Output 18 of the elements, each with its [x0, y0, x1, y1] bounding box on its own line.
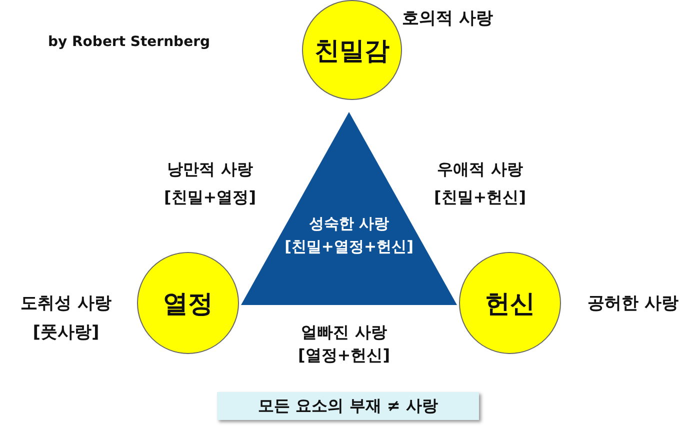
region-label: 낭만적 사랑 [167, 160, 253, 180]
region-label: [열정+헌신] [298, 346, 390, 366]
circle-label: 헌신 [485, 288, 535, 320]
region-label: 우애적 사랑 [437, 160, 523, 180]
circle-label: 열정 [163, 288, 213, 320]
circle-label: 친밀감 [314, 34, 390, 66]
triangle-label: 성숙한 사랑 [308, 214, 390, 234]
author-text: by Robert Sternberg [48, 34, 210, 50]
side-label: 도취성 사랑 [20, 292, 112, 314]
note-text: 모든 요소의 부재 ≠ 사랑 [258, 396, 438, 416]
side-label: 공허한 사랑 [588, 292, 678, 314]
side-label: 호의적 사랑 [402, 8, 493, 30]
side-label: [풋사랑] [32, 322, 100, 344]
region-label: 얼빠진 사랑 [301, 322, 387, 344]
region-label: [친밀+열정] [164, 188, 256, 208]
note-box [217, 392, 479, 420]
region-label: [친밀+헌신] [434, 188, 526, 208]
triangle-label: [친밀+열정+헌신] [284, 238, 414, 256]
